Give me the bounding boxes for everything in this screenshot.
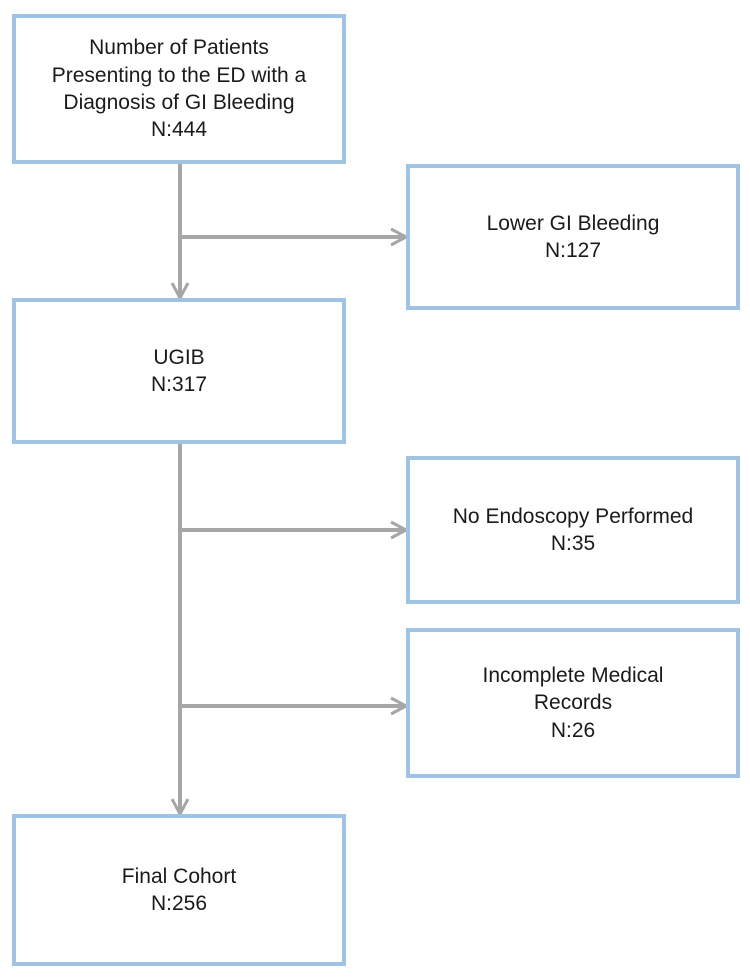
lower-gi-label: Lower GI Bleeding bbox=[486, 211, 660, 235]
lower-gi-count: N:127 bbox=[544, 239, 602, 262]
ugib-label: UGIB bbox=[153, 345, 205, 369]
no-endoscopy-label: No Endoscopy Performed bbox=[452, 504, 694, 528]
final-cohort-box: Final Cohort N:256 bbox=[12, 814, 346, 966]
final-cohort-count: N:256 bbox=[150, 892, 208, 915]
no-endoscopy-count: N:35 bbox=[550, 532, 596, 555]
incomplete-line-2: Records bbox=[533, 691, 613, 715]
ugib-box: UGIB N:317 bbox=[12, 298, 346, 444]
no-endoscopy-box: No Endoscopy Performed N:35 bbox=[406, 456, 740, 604]
incomplete-line-1: Incomplete Medical bbox=[482, 664, 664, 688]
incomplete-records-box: Incomplete Medical Records N:26 bbox=[406, 628, 740, 778]
start-line-1: Number of Patients bbox=[89, 36, 269, 60]
start-box: Number of Patients Presenting to the ED … bbox=[12, 14, 346, 164]
ugib-count: N:317 bbox=[150, 373, 208, 396]
incomplete-count: N:26 bbox=[550, 718, 596, 742]
lower-gi-box: Lower GI Bleeding N:127 bbox=[406, 164, 740, 310]
start-line-2: Presenting to the ED with a bbox=[51, 63, 307, 87]
final-cohort-label: Final Cohort bbox=[121, 864, 237, 888]
start-line-3: Diagnosis of GI Bleeding bbox=[63, 91, 295, 114]
start-count: N:444 bbox=[150, 118, 208, 142]
